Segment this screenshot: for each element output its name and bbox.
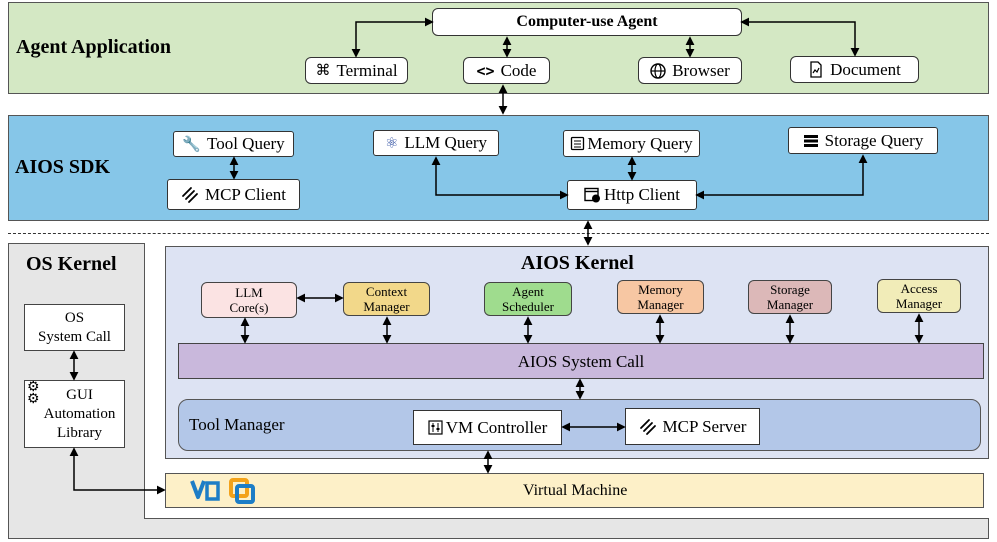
- virtual-machine-bar: [165, 473, 984, 508]
- module-llm-cores: LLM Core(s): [201, 282, 297, 318]
- module-storage-manager: Storage Manager: [748, 280, 832, 314]
- code-tool-box: <> Code: [463, 57, 550, 84]
- command-icon: ⌘: [315, 63, 331, 79]
- agent-application-title: Agent Application: [16, 36, 172, 58]
- module-context-manager: Context Manager: [343, 282, 430, 316]
- mcp-client-label: MCP Client: [204, 184, 287, 204]
- mcp-logo-icon: [639, 418, 657, 436]
- terminal-label: Terminal: [336, 60, 398, 80]
- wrench-icon: 🔧: [182, 136, 202, 153]
- module-access-manager: Access Manager: [877, 279, 961, 313]
- mcp-server-label: MCP Server: [662, 416, 747, 436]
- document-label: Document: [830, 59, 901, 79]
- atom-icon: ⚛: [384, 135, 399, 152]
- globe-icon: [650, 62, 666, 79]
- http-window-icon: [584, 187, 601, 203]
- computer-use-agent-label: Computer-use Agent: [516, 13, 658, 30]
- http-client-box: Http Client: [567, 180, 697, 210]
- tool-query-label: Tool Query: [207, 134, 285, 153]
- storage-query-label: Storage Query: [824, 130, 924, 150]
- code-brackets-icon: <>: [476, 61, 495, 80]
- document-tool-box: Document: [790, 56, 919, 83]
- code-label: Code: [500, 60, 537, 80]
- computer-use-agent-box: Computer-use Agent: [432, 8, 742, 36]
- aios-system-call-bar: AIOS System Call: [178, 343, 984, 379]
- virtualbox-logo-icon: [189, 477, 259, 510]
- http-client-label: Http Client: [603, 185, 681, 204]
- vm-controller-label: VM Controller: [445, 417, 548, 437]
- layer-separator-dashed-line: [8, 233, 989, 234]
- memory-chip-icon: [570, 136, 585, 151]
- llm-query-box: ⚛ LLM Query: [373, 130, 499, 156]
- browser-label: Browser: [672, 60, 730, 80]
- aios-sdk-title: AIOS SDK: [15, 156, 111, 178]
- memory-query-box: Memory Query: [563, 130, 700, 157]
- gui-automation-library-label: GUI Automation Library: [43, 386, 116, 441]
- storage-query-box: Storage Query: [788, 127, 938, 154]
- module-memory-manager: Memory Manager: [617, 280, 704, 314]
- gears-icon: ⚙⚙: [27, 380, 40, 407]
- terminal-tool-box: ⌘ Terminal: [305, 57, 408, 84]
- storage-stack-icon: [803, 134, 819, 148]
- sliders-icon: [428, 420, 443, 435]
- os-kernel-title: OS Kernel: [26, 253, 117, 275]
- tool-query-box: 🔧 Tool Query: [173, 131, 294, 157]
- mcp-logo-icon: [181, 186, 199, 204]
- browser-tool-box: Browser: [638, 57, 742, 84]
- virtual-machine-label: Virtual Machine: [523, 482, 628, 499]
- aios-kernel-title: AIOS Kernel: [521, 252, 634, 274]
- vm-controller-box: VM Controller: [413, 410, 562, 445]
- mcp-server-box: MCP Server: [625, 408, 760, 445]
- memory-query-label: Memory Query: [587, 133, 693, 153]
- tool-manager-box: [178, 399, 981, 451]
- os-system-call-box: OS System Call: [24, 304, 125, 351]
- mcp-client-box: MCP Client: [167, 179, 300, 210]
- document-chart-icon: [808, 61, 824, 78]
- tool-manager-label: Tool Manager: [189, 415, 285, 434]
- llm-query-label: LLM Query: [404, 133, 488, 152]
- module-agent-scheduler: Agent Scheduler: [484, 282, 572, 316]
